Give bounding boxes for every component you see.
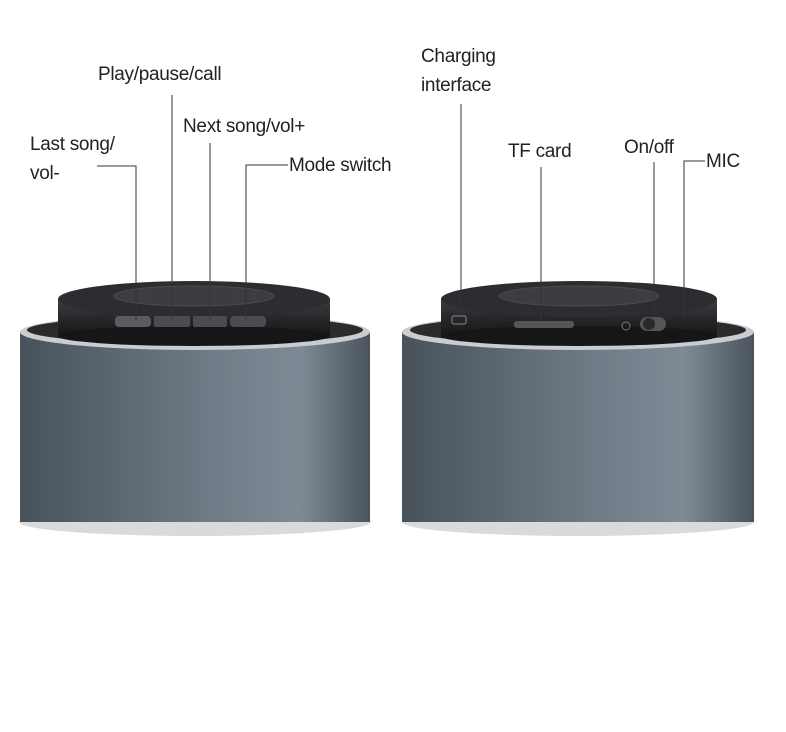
speaker-back: [402, 281, 754, 536]
leader-lines: [97, 95, 705, 320]
label-play-pause: Play/pause/call: [98, 64, 222, 85]
label-mic: MIC: [706, 151, 740, 172]
label-next-song: Next song/vol+: [183, 116, 306, 137]
usb-port-icon: [451, 315, 467, 325]
label-tf-card: TF card: [508, 141, 572, 162]
label-charging: Charging interface: [421, 42, 496, 100]
charging-text: Charging: [421, 46, 496, 67]
label-last-song: Last song/vol-: [30, 130, 115, 188]
speaker-front: [19, 281, 371, 536]
label-mode-switch: Mode switch: [289, 155, 392, 176]
vol-minus-text: vol-: [30, 163, 60, 184]
interface-text: interface: [421, 75, 492, 96]
label-on-off: On/off: [624, 137, 674, 158]
last-song-text: Last song/: [30, 134, 115, 155]
